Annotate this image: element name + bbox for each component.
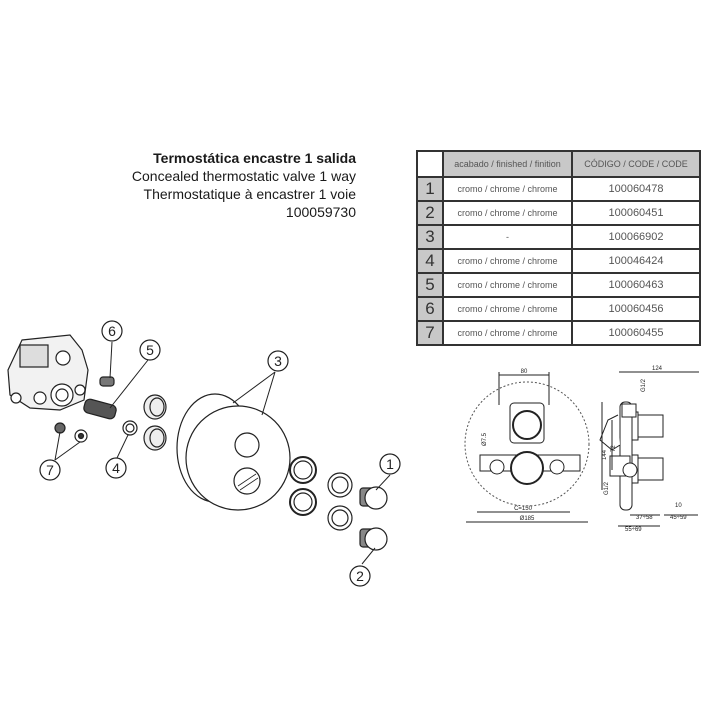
leader-lines [54, 341, 391, 565]
dim-55-69: 55÷69 [625, 527, 642, 533]
product-title-block: Termostática encastre 1 salida Concealed… [132, 149, 356, 221]
dim-80: 80 [521, 369, 528, 375]
header-finish: acabado / finished / finition [442, 150, 573, 178]
row-number: 1 [416, 176, 444, 202]
row-code: 100060455 [571, 320, 701, 346]
callout-3: 3 [267, 350, 289, 372]
row-code: 100046424 [571, 248, 701, 274]
part-6-fitting [99, 376, 115, 387]
dim-124: 124 [652, 366, 663, 372]
dim-37-58: 37÷58 [636, 515, 653, 521]
valve-body [7, 334, 89, 411]
svg-text:6: 6 [108, 323, 116, 339]
row-number: 6 [416, 296, 444, 322]
callout-1: 1 [379, 453, 401, 475]
svg-text:1: 1 [386, 456, 394, 472]
dim-thread-bottom: G1/2 [604, 481, 610, 495]
svg-text:4: 4 [112, 460, 120, 476]
row-finish: cromo / chrome / chrome [442, 200, 573, 226]
row-number: 4 [416, 248, 444, 274]
row-code: 100060456 [571, 296, 701, 322]
header-blank [416, 150, 444, 178]
svg-text:7: 7 [46, 462, 54, 478]
table-row: 3-100066902 [416, 224, 701, 250]
dim-c150: C=150 [514, 506, 533, 512]
sleeves-right [289, 456, 353, 531]
svg-text:3: 3 [274, 353, 282, 369]
callout-5: 5 [139, 339, 161, 361]
row-code: 100060463 [571, 272, 701, 298]
dim-45-59: 45÷59 [670, 515, 687, 521]
callout-6: 6 [101, 320, 123, 342]
title-fr: Thermostatique à encastrer 1 voie [143, 186, 356, 202]
row-number: 7 [416, 320, 444, 346]
svg-text:5: 5 [146, 342, 154, 358]
callouts: 1 2 3 4 5 6 7 [39, 320, 401, 587]
side-dimension-view: 124 G1/2 144 72 G1/2 10 37÷58 45÷59 55÷6… [599, 366, 699, 533]
row-finish: cromo / chrome / chrome [442, 272, 573, 298]
row-code: 100060478 [571, 176, 701, 202]
callout-7: 7 [39, 459, 61, 481]
row-finish: cromo / chrome / chrome [442, 248, 573, 274]
row-finish: cromo / chrome / chrome [442, 176, 573, 202]
row-finish: cromo / chrome / chrome [442, 296, 573, 322]
product-reference: 100059730 [285, 204, 356, 220]
row-code: 100060451 [571, 200, 701, 226]
row-code: 100066902 [571, 224, 701, 250]
callout-4: 4 [105, 457, 127, 479]
dim-small: Ø7.5 [482, 432, 488, 446]
exploded-view: 1 2 3 4 5 6 7 [7, 320, 401, 587]
parts-code-table: acabado / finished / finition CÓDIGO / C… [416, 150, 701, 346]
row-finish: cromo / chrome / chrome [442, 320, 573, 346]
handle-knobs [359, 486, 388, 551]
dim-10: 10 [675, 503, 682, 509]
sleeves-left [143, 394, 167, 451]
header-code: CÓDIGO / CODE / CODE [571, 150, 701, 178]
table-header: acabado / finished / finition CÓDIGO / C… [416, 150, 701, 178]
part-3-cover-plate [176, 393, 291, 511]
front-dimension-view: 80 C=150 Ø185 Ø7.5 [464, 369, 590, 523]
dim-diameter: Ø185 [520, 516, 535, 522]
row-number: 2 [416, 200, 444, 226]
part-4-ring [122, 420, 138, 436]
callout-2: 2 [349, 565, 371, 587]
dim-144: 144 [602, 449, 608, 460]
row-finish: - [442, 224, 573, 250]
part-5-cartridge [83, 398, 117, 420]
dim-thread-top: G1/2 [641, 378, 647, 392]
svg-text:2: 2 [356, 568, 364, 584]
title-en: Concealed thermostatic valve 1 way [131, 168, 356, 184]
row-number: 5 [416, 272, 444, 298]
dim-72: 72 [611, 445, 617, 452]
row-number: 3 [416, 224, 444, 250]
title-es: Termostática encastre 1 salida [153, 150, 356, 166]
